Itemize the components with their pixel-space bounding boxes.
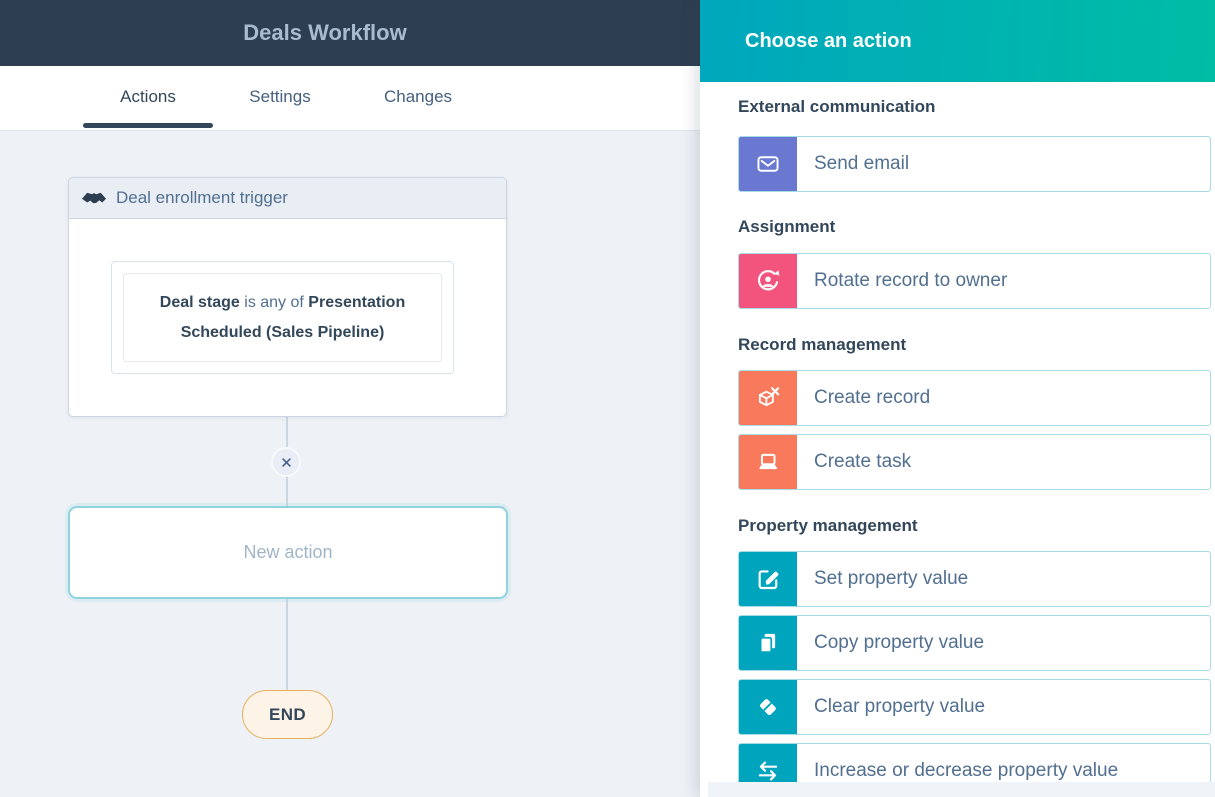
trigger-card-body: Deal stage is any of Presentation Schedu…	[69, 219, 506, 417]
action-copy-property-value[interactable]: Copy property value	[738, 615, 1211, 671]
action-create-task[interactable]: Create task	[738, 434, 1211, 490]
trigger-condition-text: Deal stage is any of Presentation Schedu…	[138, 288, 427, 348]
copy-icon	[739, 616, 797, 670]
tab-settings[interactable]: Settings	[249, 87, 311, 106]
action-send-email[interactable]: Send email	[738, 136, 1211, 192]
trigger-filter: Deal stage is any of Presentation Schedu…	[123, 273, 442, 362]
trigger-filter-group[interactable]: Deal stage is any of Presentation Schedu…	[111, 261, 454, 374]
close-icon	[279, 455, 294, 470]
rotate-owner-icon	[739, 254, 797, 308]
panel-body: External communication Send email Assign…	[700, 95, 1215, 797]
new-action-label: New action	[243, 542, 333, 562]
action-clear-property-value[interactable]: Clear property value	[738, 679, 1211, 735]
connector-line	[286, 599, 288, 690]
section-heading-property-management: Property management	[738, 516, 918, 535]
section-heading-assignment: Assignment	[738, 217, 836, 236]
active-tab-underline	[83, 123, 213, 128]
panel-title: Choose an action	[745, 29, 912, 52]
eraser-icon	[739, 680, 797, 734]
tab-actions[interactable]: Actions	[83, 66, 213, 131]
panel-header: Choose an action	[700, 0, 1215, 82]
condition-operator: is any of	[239, 293, 309, 311]
page-title: Deals Workflow	[243, 20, 407, 45]
action-create-record[interactable]: Create record	[738, 370, 1211, 426]
enrollment-trigger-card[interactable]: Deal enrollment trigger Deal stage is an…	[68, 177, 507, 417]
remove-action-button[interactable]	[271, 447, 301, 477]
email-icon	[739, 137, 797, 191]
handshake-icon	[82, 190, 106, 206]
create-record-icon	[739, 371, 797, 425]
new-action-placeholder[interactable]: New action	[68, 506, 508, 599]
edit-pencil-icon	[739, 552, 797, 606]
end-node: END	[242, 690, 333, 739]
trigger-card-header: Deal enrollment trigger	[69, 178, 506, 219]
trigger-card-title: Deal enrollment trigger	[116, 188, 288, 207]
condition-property: Deal stage	[159, 293, 240, 311]
choose-action-panel: Choose an action External communication …	[700, 0, 1215, 797]
panel-bottom-scroll-track[interactable]	[708, 782, 1215, 797]
action-rotate-record-to-owner[interactable]: Rotate record to owner	[738, 253, 1211, 309]
section-heading-external-communication: External communication	[738, 97, 936, 116]
condition-value: Presentation Scheduled (Sales Pipeline)	[180, 293, 406, 341]
create-task-icon	[739, 435, 797, 489]
action-set-property-value[interactable]: Set property value	[738, 551, 1211, 607]
tab-changes[interactable]: Changes	[383, 87, 453, 106]
end-label: END	[268, 704, 307, 724]
section-heading-record-management: Record management	[738, 335, 907, 354]
